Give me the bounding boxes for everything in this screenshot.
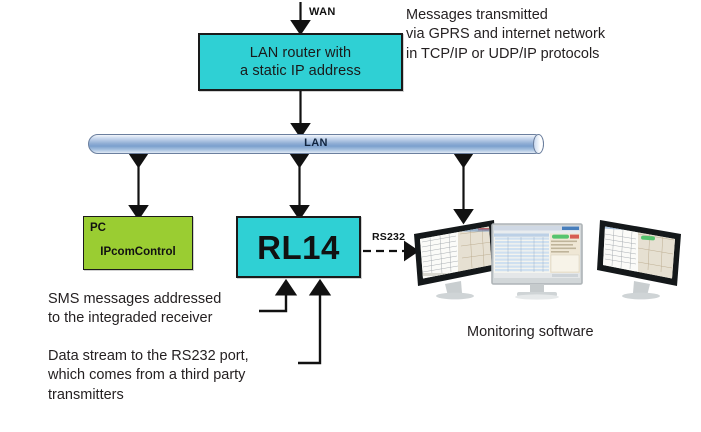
- sms-note: SMS messages addressed to the integraded…: [48, 291, 222, 327]
- router-line-2: a static IP address: [240, 63, 361, 79]
- pc-software-label: IPcomControl: [100, 246, 176, 258]
- router-line-1: LAN router with: [249, 44, 352, 61]
- rl14-label: RL14: [257, 228, 340, 266]
- left-monitor: [412, 218, 520, 300]
- center-monitor: [490, 222, 592, 302]
- monitoring-software-caption: Monitoring software: [467, 324, 594, 340]
- pc-title: PC: [90, 222, 106, 234]
- lan-bus-bar: LAN: [88, 134, 544, 154]
- right-monitor: [578, 218, 686, 300]
- pc-box[interactable]: PC IPcomControl: [83, 216, 193, 270]
- wan-label: WAN: [309, 6, 336, 18]
- lan-label: LAN: [304, 137, 328, 149]
- rl14-device-box[interactable]: RL14: [236, 216, 361, 278]
- sms-leader-arrow: [259, 278, 298, 313]
- data-stream-note: Data stream to the RS232 port, which com…: [48, 348, 249, 403]
- lan-router-box[interactable]: LAN router with a static IP address: [198, 33, 403, 91]
- lan-bar-end-cap: [533, 134, 544, 154]
- transmission-note: Messages transmitted via GPRS and intern…: [406, 7, 606, 62]
- data-stream-leader-arrow: [298, 278, 332, 365]
- rs232-label: RS232: [372, 231, 406, 243]
